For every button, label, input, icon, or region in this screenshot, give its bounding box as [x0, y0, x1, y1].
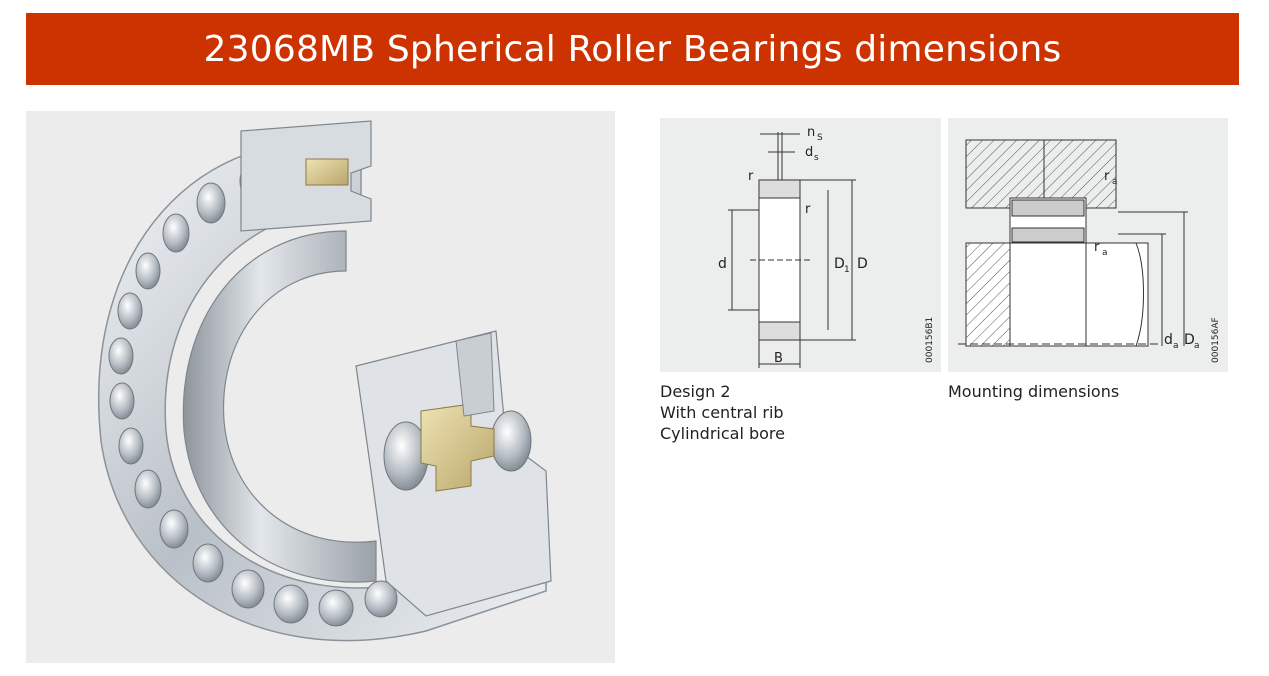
da-label: d — [1164, 332, 1173, 348]
ra-sub-bottom: a — [1102, 248, 1108, 258]
mounting-caption: Mounting dimensions — [948, 382, 1120, 401]
mounting-dimension-diagram: r a r a d a D a 000156AF — [948, 118, 1228, 372]
D-label: D — [857, 256, 868, 272]
ds-sub: s — [814, 153, 819, 163]
ra-sub-top: a — [1112, 177, 1118, 187]
bearing-photo — [26, 111, 615, 663]
page-header: 23068MB Spherical Roller Bearings dimens… — [26, 13, 1239, 85]
Da-label: D — [1184, 332, 1195, 348]
r-label-top: r — [748, 169, 754, 184]
D1-label: D — [834, 256, 845, 272]
design-dimension-diagram: n S d s r r d D 1 D B 000156B1 — [660, 118, 941, 372]
B-label: B — [774, 351, 783, 366]
design-caption: Design 2 With central rib Cylindrical bo… — [660, 381, 785, 444]
page-title: 23068MB Spherical Roller Bearings dimens… — [203, 28, 1062, 70]
da-sub: a — [1173, 341, 1179, 351]
bearing-cross-section-drawing: n S d s r r d D 1 D B 000156B1 — [718, 125, 935, 368]
r-label-side: r — [805, 202, 811, 217]
design-caption-line3: Cylindrical bore — [660, 424, 785, 443]
D1-sub: 1 — [844, 265, 850, 275]
ds-label: d — [805, 145, 813, 160]
d-label: d — [718, 256, 727, 272]
mounting-drawing: r a r a d a D a 000156AF — [958, 139, 1221, 363]
design-drawing-code: 000156B1 — [925, 317, 935, 363]
bearing-illustration — [98, 120, 552, 642]
Da-sub: a — [1194, 341, 1200, 351]
ns-sub: S — [817, 133, 823, 143]
ns-label: n — [807, 125, 815, 140]
ra-label-bottom: r — [1094, 240, 1100, 255]
design-caption-line1: Design 2 — [660, 382, 731, 401]
design-caption-line2: With central rib — [660, 403, 784, 422]
mounting-drawing-code: 000156AF — [1211, 317, 1221, 363]
ra-label-top: r — [1104, 169, 1110, 184]
